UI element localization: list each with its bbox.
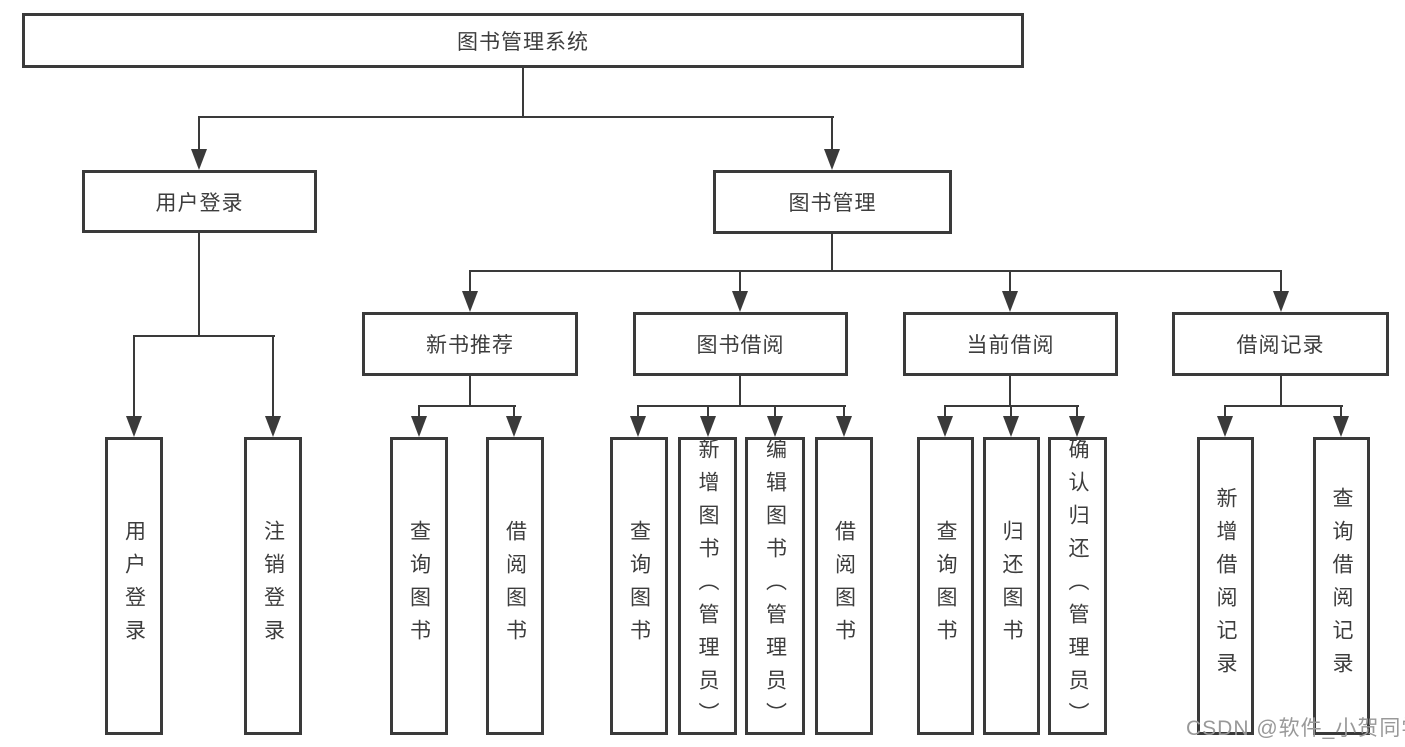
node-user-login: 用户登录: [82, 170, 317, 233]
arrow-down-icon: [630, 416, 646, 437]
arrow-down-icon: [937, 416, 953, 437]
node-label: 查询图书: [407, 520, 431, 652]
node-leaf-edit-book-admin: 编辑图书（管理员）: [745, 437, 805, 735]
connector-stem: [739, 376, 741, 407]
node-book-management: 图书管理: [713, 170, 952, 234]
arrow-down-icon: [700, 416, 716, 437]
connector-branch: [469, 270, 1282, 272]
node-leaf-borrow-books-newbook: 借阅图书: [486, 437, 544, 735]
arrow-down-icon: [1003, 416, 1019, 437]
node-label: 图书借阅: [696, 334, 785, 357]
node-label: 借阅图书: [503, 520, 527, 652]
node-leaf-query-borrow-record: 查询借阅记录: [1313, 437, 1370, 735]
connector-drop: [774, 405, 776, 418]
connector-drop: [272, 335, 274, 418]
arrow-down-icon: [824, 149, 840, 170]
connector-stem: [831, 234, 833, 272]
arrow-down-icon: [506, 416, 522, 437]
node-label: 新增图书（管理员）: [696, 437, 720, 735]
node-label: 用户登录: [155, 191, 244, 215]
connector-drop: [1340, 405, 1342, 418]
node-current-borrowing: 当前借阅: [903, 312, 1118, 376]
arrow-down-icon: [732, 291, 748, 312]
node-label: 确认归还（管理员）: [1066, 437, 1090, 735]
connector-drop: [1010, 405, 1012, 418]
node-label: 查询图书: [627, 520, 651, 652]
connector-drop: [707, 405, 709, 418]
connector-drop: [831, 116, 833, 151]
node-book-borrowing: 图书借阅: [633, 312, 848, 376]
connector-drop: [739, 270, 741, 293]
arrow-down-icon: [1333, 416, 1349, 437]
connector-stem: [1009, 376, 1011, 407]
connector-branch: [1224, 405, 1343, 407]
node-label: 借阅记录: [1236, 334, 1325, 357]
connector-drop: [133, 335, 135, 418]
node-label: 当前借阅: [966, 334, 1055, 357]
arrow-down-icon: [1002, 291, 1018, 312]
node-label: 注销登录: [261, 520, 285, 652]
connector-branch: [133, 335, 275, 337]
connector-stem: [198, 233, 200, 337]
connector-drop: [469, 270, 471, 293]
node-label: 借阅图书: [832, 520, 856, 652]
connector-branch: [418, 405, 516, 407]
connector-drop: [1009, 270, 1011, 293]
node-label: 编辑图书（管理员）: [763, 437, 787, 735]
connector-stem: [1280, 376, 1282, 407]
arrow-down-icon: [836, 416, 852, 437]
node-leaf-query-books-borrow: 查询图书: [610, 437, 668, 735]
arrow-down-icon: [126, 416, 142, 437]
node-leaf-query-books-current: 查询图书: [917, 437, 974, 735]
node-label: 查询图书: [934, 520, 958, 652]
connector-drop: [1076, 405, 1078, 418]
connector-stem: [469, 376, 471, 407]
arrow-down-icon: [191, 149, 207, 170]
connector-drop: [1280, 270, 1282, 293]
connector-drop: [637, 405, 639, 418]
arrow-down-icon: [1273, 291, 1289, 312]
arrow-down-icon: [1069, 416, 1085, 437]
node-label: 图书管理: [788, 192, 877, 215]
node-label: 新书推荐: [426, 334, 514, 357]
connector-drop: [198, 116, 200, 151]
node-leaf-logout: 注销登录: [244, 437, 302, 735]
arrow-down-icon: [411, 416, 427, 437]
connector-branch: [637, 405, 846, 407]
node-label: 归还图书: [1000, 520, 1024, 652]
node-leaf-borrow-books-borrow: 借阅图书: [815, 437, 873, 735]
node-label: 新增借阅记录: [1214, 487, 1238, 685]
arrow-down-icon: [1217, 416, 1233, 437]
node-leaf-confirm-return-admin: 确认归还（管理员）: [1048, 437, 1107, 735]
node-leaf-add-book-admin: 新增图书（管理员）: [678, 437, 737, 735]
connector-drop: [843, 405, 845, 418]
node-label: 用户登录: [122, 520, 146, 652]
node-leaf-user-login-action: 用户登录: [105, 437, 163, 735]
arrow-down-icon: [462, 291, 478, 312]
csdn-watermark: CSDN @软件_小贺同学: [1186, 717, 1405, 740]
node-label: 图书管理系统: [457, 30, 589, 54]
connector-branch: [198, 116, 834, 118]
node-label: 查询借阅记录: [1330, 487, 1354, 685]
node-borrowing-records: 借阅记录: [1172, 312, 1389, 376]
connector-drop: [1224, 405, 1226, 418]
node-leaf-add-borrow-record: 新增借阅记录: [1197, 437, 1254, 735]
connector-stem: [522, 68, 524, 118]
connector-drop: [418, 405, 420, 418]
node-leaf-query-books-newbook: 查询图书: [390, 437, 448, 735]
node-root-library-management-system: 图书管理系统: [22, 13, 1024, 68]
arrow-down-icon: [767, 416, 783, 437]
connector-drop: [513, 405, 515, 418]
arrow-down-icon: [265, 416, 281, 437]
node-leaf-return-books: 归还图书: [983, 437, 1040, 735]
node-new-book-recommendation: 新书推荐: [362, 312, 578, 376]
connector-drop: [944, 405, 946, 418]
